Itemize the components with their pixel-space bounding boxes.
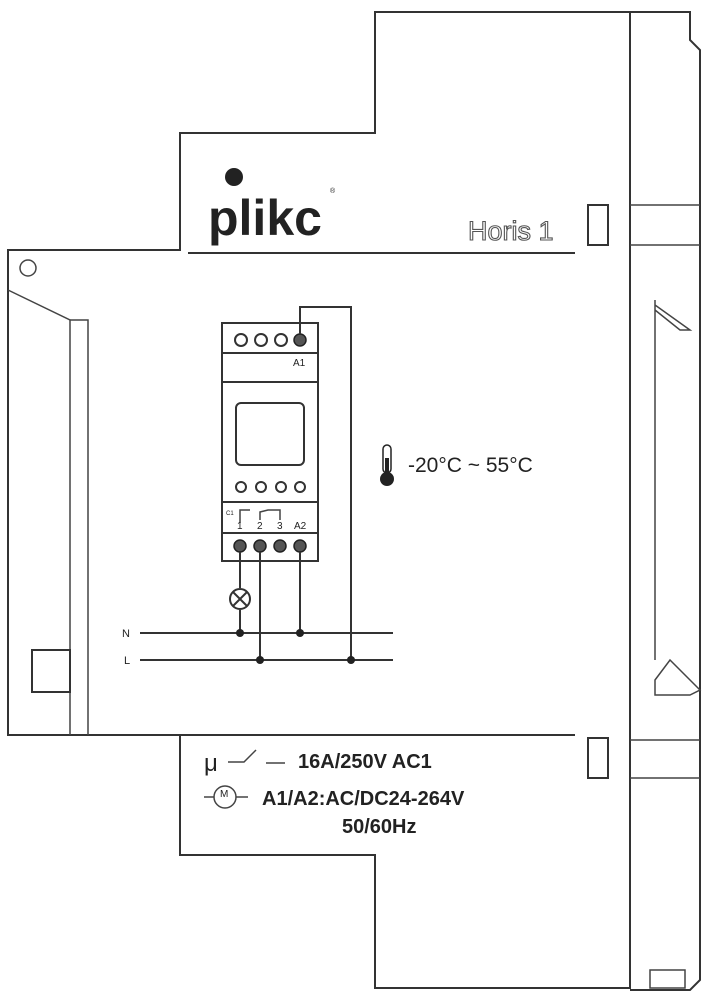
display-screen [235, 402, 305, 466]
motor-letter: M [220, 789, 228, 800]
contact-label: C1 [226, 511, 234, 517]
supply-voltage: A1/A2:AC/DC24-264V [262, 788, 465, 810]
switch-contact-icon [228, 749, 285, 764]
registered-mark: ® [330, 187, 336, 195]
model-name: Horis 1 [468, 216, 554, 246]
motor-icon: M [204, 785, 248, 809]
live-label: L [124, 655, 130, 667]
relay-device: A1 C1 1 2 3 A2 [221, 322, 319, 562]
lamp-icon [229, 588, 251, 610]
wiring: N L [122, 306, 393, 667]
contact-rating: 16A/250V AC1 [298, 751, 432, 773]
neutral-label: N [122, 628, 130, 640]
terminal-label-a2: A2 [294, 521, 307, 532]
terminal-label-a1: A1 [293, 358, 306, 369]
housing-outline [7, 11, 702, 991]
temperature-range: -20°C ~ 55°C [408, 454, 533, 477]
terminal-screws [233, 333, 307, 553]
window-slot-top [587, 204, 609, 246]
thermometer-icon [380, 444, 394, 486]
frequency: 50/60Hz [342, 816, 417, 838]
terminal-label-3: 3 [277, 521, 283, 532]
terminal-label-1: 1 [237, 521, 243, 532]
terminal-label-2: 2 [257, 521, 263, 532]
relay-symbol: μ [204, 750, 218, 777]
window-slot-bottom [587, 737, 609, 779]
logo-text: plikc [208, 190, 322, 246]
brand-logo: plikc ® [208, 168, 336, 246]
